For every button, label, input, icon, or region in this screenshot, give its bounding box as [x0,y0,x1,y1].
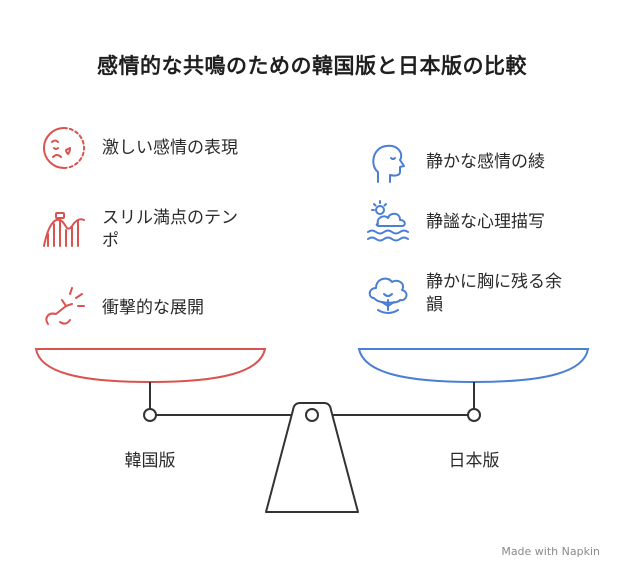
left-item-3: 衝撃的な展開 [40,284,252,332]
left-item-2-label: スリル満点のテンポ [102,208,238,251]
footer-credit: Made with Napkin [501,545,600,558]
crying-face-icon [40,124,88,172]
tree-icon [364,270,412,318]
calm-head-icon [364,138,412,186]
right-pivot [467,408,481,422]
fulcrum-stand [265,402,359,513]
right-item-1-label: 静かな感情の綾 [426,151,545,172]
left-item-3-label: 衝撃的な展開 [102,297,204,318]
right-item-2: 静謐な心理描写 [364,198,576,246]
left-item-1: 激しい感情の表現 [40,124,252,172]
burst-arrow-icon [40,284,88,332]
left-pivot [143,408,157,422]
right-item-2-label: 静謐な心理描写 [426,211,545,232]
roller-coaster-icon [40,206,88,254]
right-side-label: 日本版 [448,451,500,471]
right-item-1: 静かな感情の綾 [364,138,576,186]
sun-cloud-waves-icon [364,198,412,246]
right-item-3-label: 静かに胸に残る余韻 [426,272,562,315]
left-pan [34,348,267,384]
right-pan [357,348,590,384]
left-item-2: スリル満点のテンポ [40,206,252,254]
left-item-1-label: 激しい感情の表現 [102,137,238,158]
right-item-3: 静かに胸に残る余韻 [364,270,576,318]
footer-text: Made with Napkin [501,545,600,558]
left-side-label: 韓国版 [124,451,176,471]
center-pivot [305,408,319,422]
diagram-title: 感情的な共鳴のための韓国版と日本版の比較 [97,54,527,78]
